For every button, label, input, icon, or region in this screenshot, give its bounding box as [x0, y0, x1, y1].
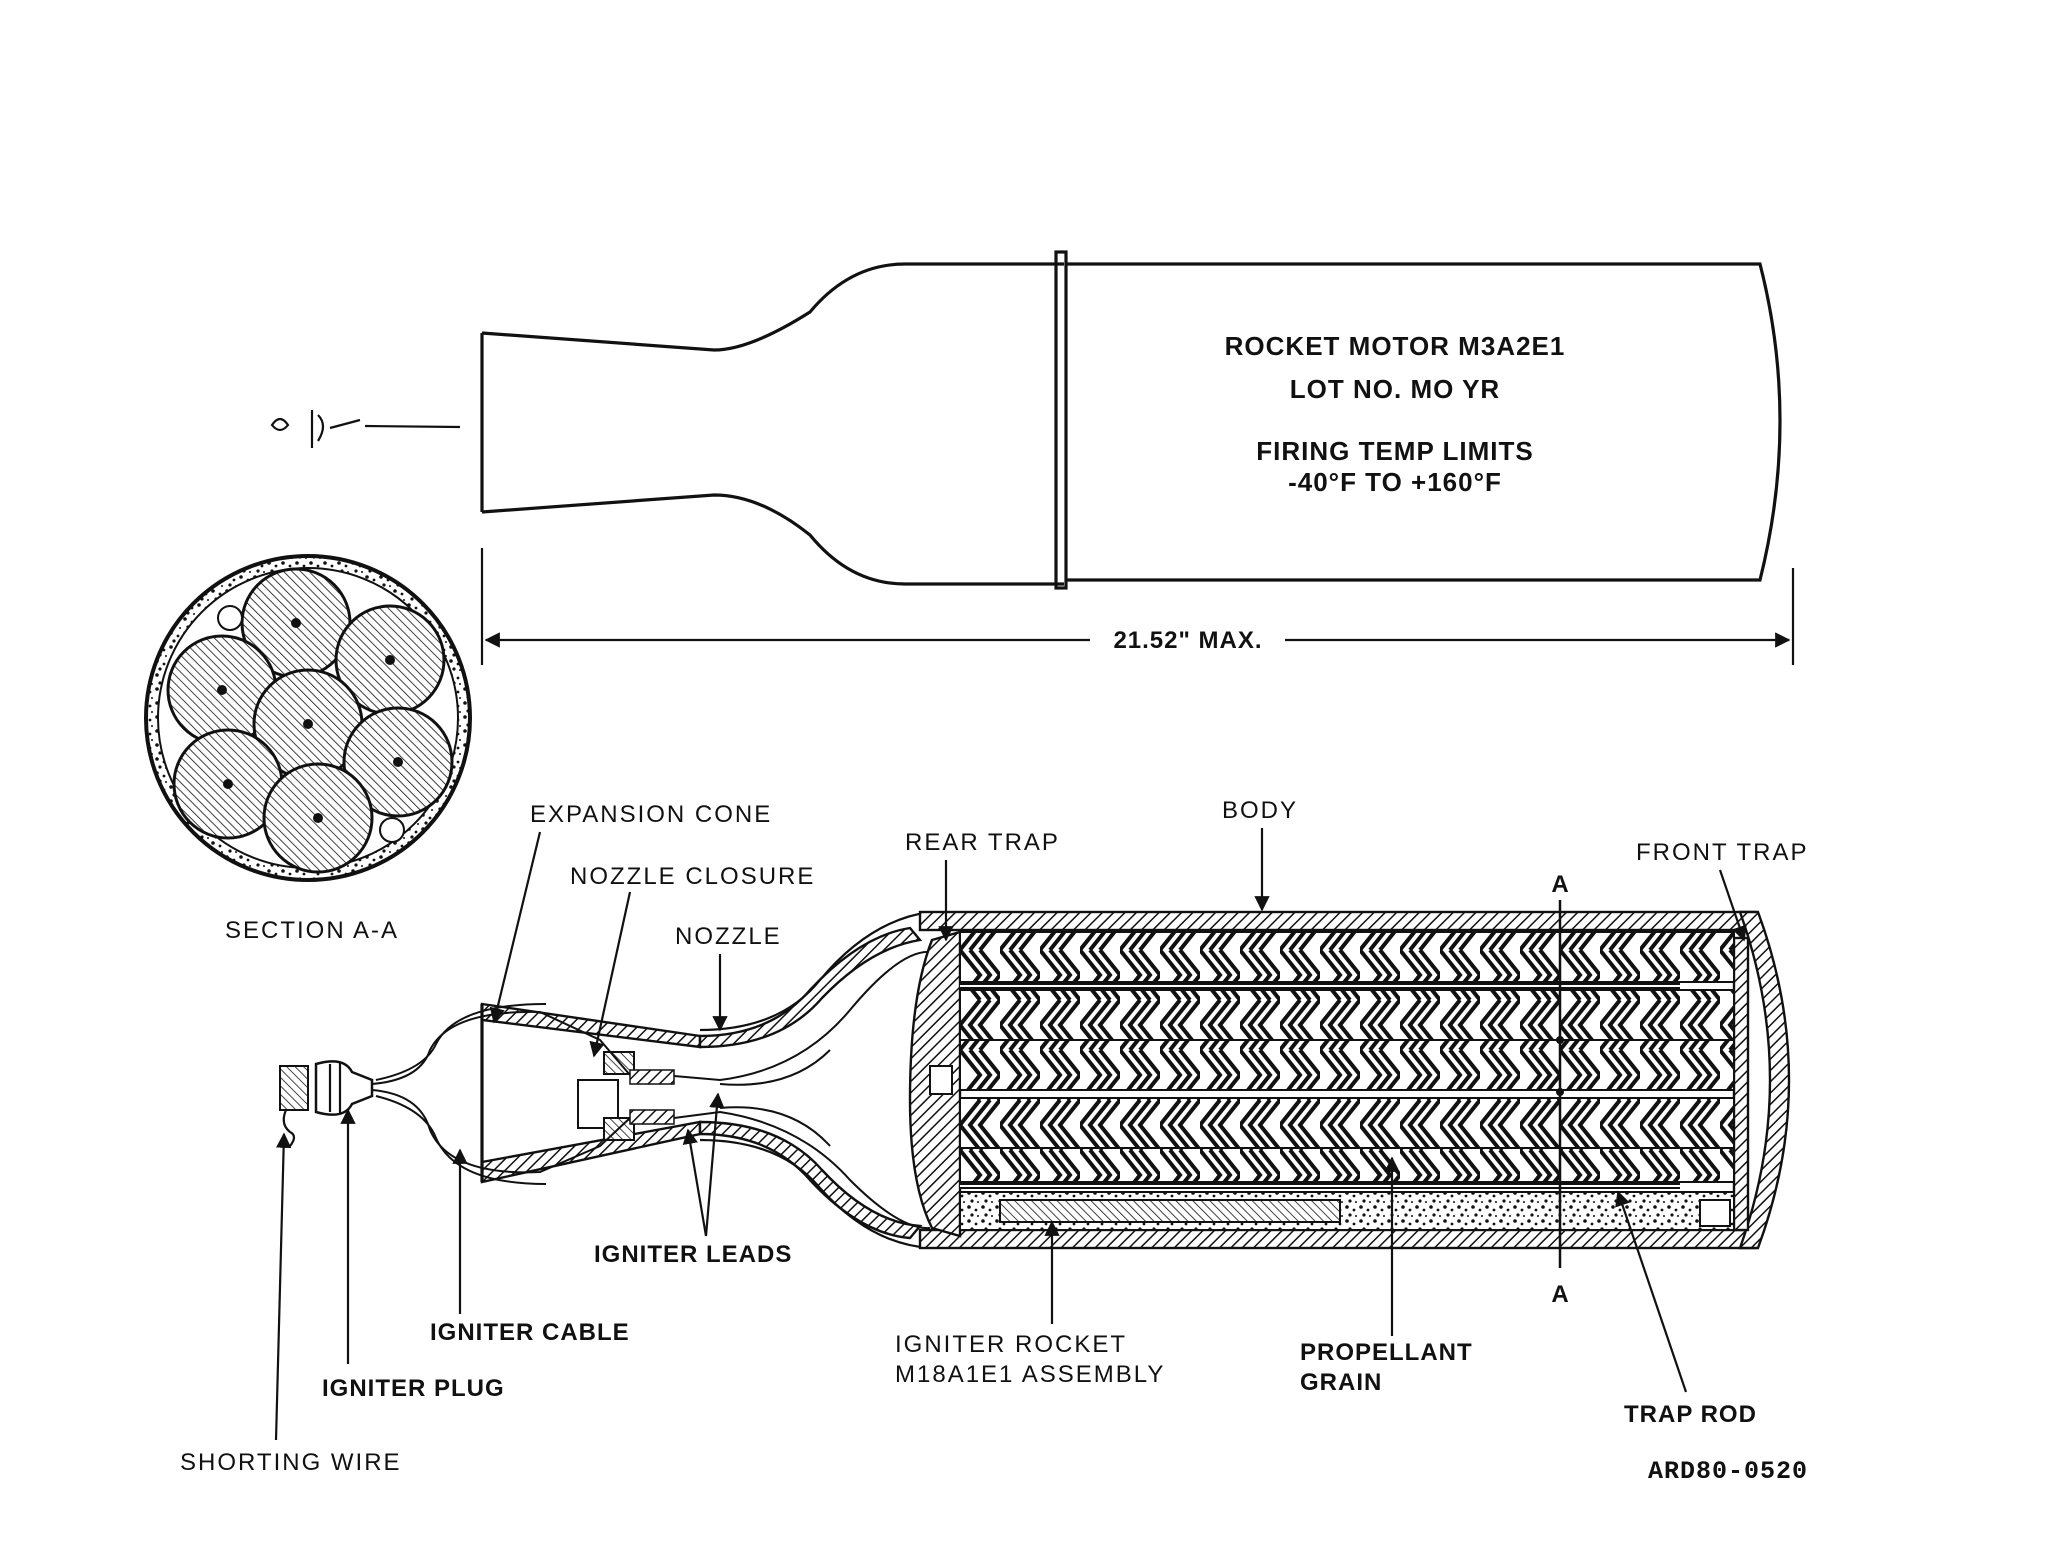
propellant-grains: [959, 931, 1735, 1183]
dimension-label: 21.52" MAX.: [1113, 627, 1262, 654]
body-casing-bottom: [918, 1228, 1757, 1250]
overall-length-dimension: 21.52" MAX.: [480, 548, 1795, 665]
expansion-cone: [480, 1002, 702, 1049]
grain-cross-sections: [166, 567, 454, 874]
label-igniter-rocket-2: M18A1E1 ASSEMBLY: [895, 1361, 1165, 1388]
label-igniter-leads: IGNITER LEADS: [594, 1241, 792, 1268]
igniter-cable: [371, 1010, 631, 1085]
label-rear-trap: REAR TRAP: [905, 829, 1060, 856]
label-propellant-2: GRAIN: [1300, 1369, 1382, 1396]
callouts: EXPANSION CONE NOZZLE CLOSURE NOZZLE REA…: [180, 797, 1808, 1476]
label-igniter-cable: IGNITER CABLE: [430, 1319, 630, 1346]
label-front-trap: FRONT TRAP: [1636, 839, 1808, 866]
section-label: SECTION A-A: [225, 917, 399, 944]
front-closure: [1738, 910, 1791, 1250]
side-view: ROCKET MOTOR M3A2E1 LOT NO. MO YR FIRING…: [270, 250, 1795, 665]
side-body: [1066, 262, 1782, 582]
igniter-leads: [673, 950, 931, 1082]
stencil-line-3: FIRING TEMP LIMITS: [1256, 436, 1534, 466]
label-expansion-cone: EXPANSION CONE: [530, 801, 772, 828]
side-nozzle-outline: [480, 262, 1064, 586]
body-casing-top: [918, 910, 1757, 932]
cutaway-view: A A: [279, 871, 1791, 1308]
label-propellant-1: PROPELLANT: [1300, 1339, 1473, 1366]
section-marker-bottom: A: [1551, 1281, 1568, 1308]
stencil-line-2: LOT NO. MO YR: [1290, 374, 1500, 404]
nozzle-wall-lower: [698, 1120, 923, 1240]
section-a-a: SECTION A-A: [144, 554, 472, 944]
side-shorting-wire-icon: [270, 410, 461, 448]
igniter-plug-icon: [314, 1060, 374, 1116]
stencil-line-1: ROCKET MOTOR M3A2E1: [1225, 331, 1566, 361]
side-collar: [1054, 250, 1068, 590]
label-body: BODY: [1222, 797, 1298, 824]
label-nozzle: NOZZLE: [675, 923, 782, 950]
nozzle-wall-upper: [698, 926, 923, 1049]
label-shorting-wire: SHORTING WIRE: [180, 1449, 402, 1476]
shorting-wire-icon: [279, 1065, 309, 1147]
label-nozzle-closure: NOZZLE CLOSURE: [570, 863, 815, 890]
stencil-line-4: -40°F TO +160°F: [1288, 467, 1502, 497]
label-igniter-plug: IGNITER PLUG: [322, 1375, 505, 1402]
section-marker-top: A: [1551, 871, 1568, 898]
label-igniter-rocket-1: IGNITER ROCKET: [895, 1331, 1127, 1358]
label-trap-rod: TRAP ROD: [1624, 1401, 1757, 1428]
igniter-rocket-body: [999, 1199, 1341, 1223]
front-trap-plate: [1732, 936, 1750, 1232]
figure-id: ARD80-0520: [1648, 1457, 1808, 1486]
